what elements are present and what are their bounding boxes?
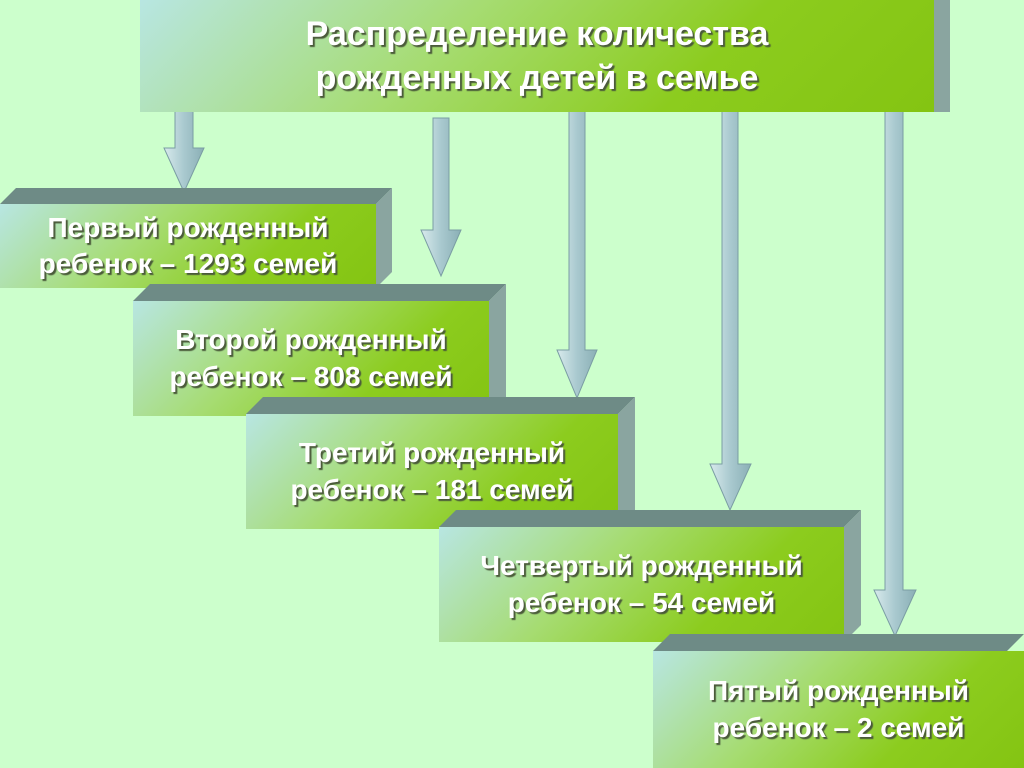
arrow-to-level-2: [420, 117, 462, 278]
arrow-to-level-5: [873, 109, 917, 638]
level-3-box: Третий рожденный ребенок – 181 семей: [246, 397, 635, 529]
title-line-2: рожденных детей в семье: [315, 59, 759, 97]
level-5-line-1: Пятый рожденный: [707, 675, 970, 707]
level-3-line-2: ребенок – 181 семей: [290, 473, 574, 505]
level-1-box: Первый рожденный ребенок – 1293 семей: [0, 188, 392, 288]
level-3-line-1: Третий рожденный: [298, 437, 566, 469]
level-2-box: Второй рожденный ребенок – 808 семей: [133, 284, 506, 416]
title-line-1: Распределение количества: [305, 14, 769, 53]
level-4-line-1: Четвертый рожденный: [480, 550, 803, 582]
level-2-line-1: Второй рожденный: [175, 324, 447, 356]
level-4-line-2: ребенок – 54 семей: [507, 586, 776, 618]
level-1-line-2: ребенок – 1293 семей: [38, 248, 338, 279]
arrow-to-level-4: [709, 109, 752, 512]
arrow-to-level-1: [163, 107, 205, 194]
level-5-box: Пятый рожденный ребенок – 2 семей: [653, 634, 1024, 768]
level-4-box: Четвертый рожденный ребенок – 54 семей: [439, 510, 861, 642]
arrow-to-level-3: [556, 109, 598, 400]
title-box: Распределение количества рожденных детей…: [140, 0, 950, 112]
level-1-line-1: Первый рожденный: [47, 211, 329, 243]
level-5-line-2: ребенок – 2 семей: [712, 711, 965, 743]
level-2-line-2: ребенок – 808 семей: [169, 360, 453, 392]
